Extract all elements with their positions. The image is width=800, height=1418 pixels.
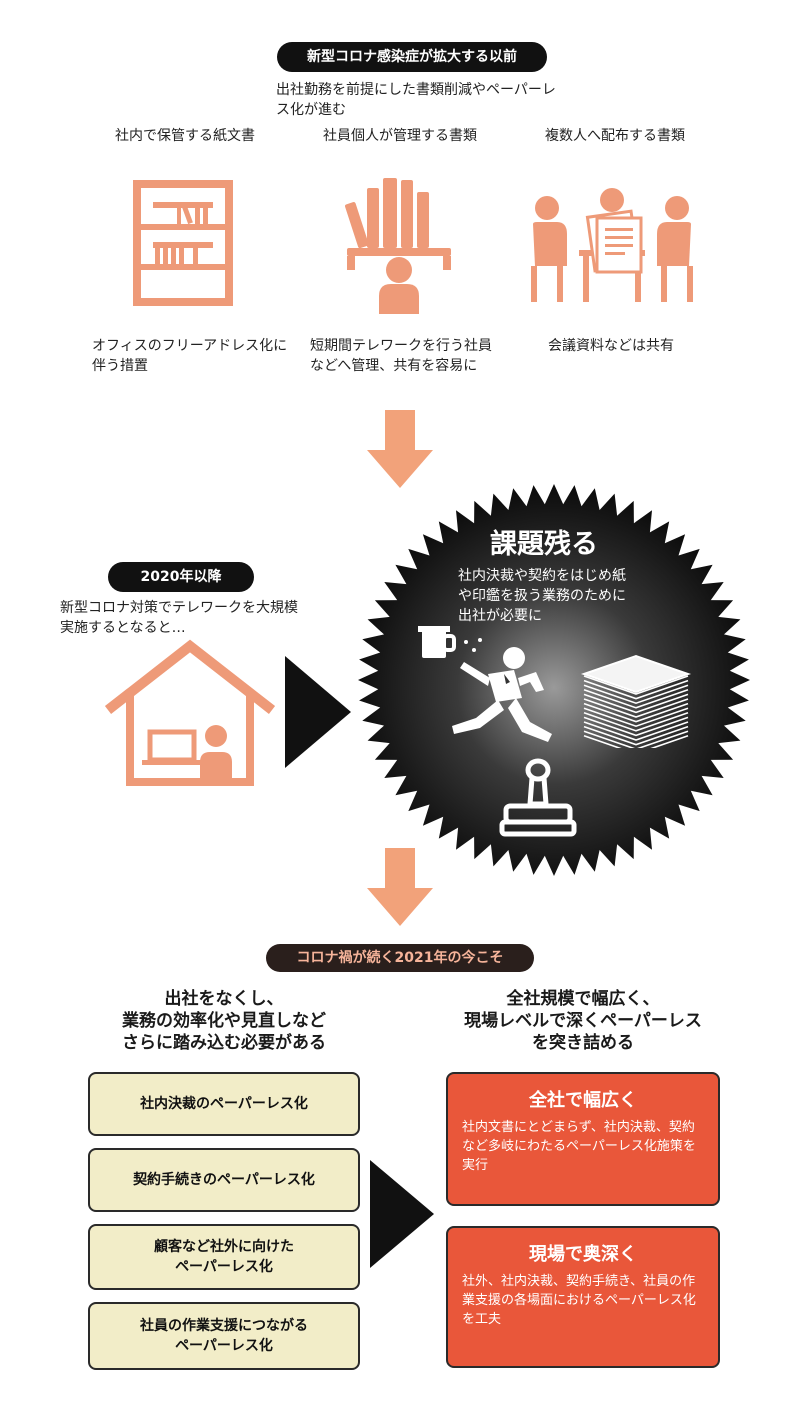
challenge-burst [358, 484, 750, 876]
stamp-icon [499, 758, 577, 837]
paper-sheet-edge [583, 698, 689, 718]
paper-sheet-edge [583, 712, 689, 732]
paper-sheet-edge [583, 675, 689, 695]
right-triangle-icon [370, 1160, 434, 1268]
approval-paperless-box: 社内決裁のペーパーレス化 [88, 1072, 360, 1136]
since-2020-pill: 2020年以降 [108, 562, 254, 592]
caption-telework-sharing: 短期間テレワークを行う社員 などへ管理、共有を容易に [310, 338, 492, 374]
left-column-header: 出社をなくし、 業務の効率化や見直しなど さらに踏み込む必要がある [122, 989, 326, 1053]
field-deep-box: 現場で奥深く 社外、社内決裁、契約手続き、社員の作業支援の各場面におけるペーパー… [446, 1226, 720, 1368]
right-column-header: 全社規模で幅広く、 現場レベルで深くペーパーレス を突き詰める [464, 989, 702, 1053]
down-arrow-icon [367, 848, 433, 926]
down-arrow-icon [367, 410, 433, 488]
worker-support-paperless-box: 社員の作業支援につながる ペーパーレス化 [88, 1302, 360, 1370]
column-label-paper-storage: 社内で保管する紙文書 [115, 128, 255, 144]
paper-sheet-edge [583, 730, 689, 748]
paper-sheet-edge [583, 707, 689, 728]
caption-free-address: オフィスのフリーアドレス化に 伴う措置 [92, 338, 288, 374]
pre-covid-pill: 新型コロナ感染症が拡大する以前 [277, 42, 547, 72]
person-with-binders-icon [345, 178, 451, 314]
column-label-personal-docs: 社員個人が管理する書類 [323, 128, 477, 144]
pre-covid-subtitle: 出社勤務を前提にした書類削減やペーパーレス化が進む [276, 82, 556, 118]
field-deep-body: 社外、社内決裁、契約手続き、社員の作業支援の各場面におけるペーパーレス化を工夫 [462, 1274, 696, 1327]
telework-text: 新型コロナ対策でテレワークを大規模 実施するとなると… [60, 600, 298, 636]
burst-title: 課題残る [490, 529, 598, 560]
company-wide-box: 全社で幅広く 社内文書にとどまらず、社内決裁、契約など多岐にわたるペーパーレス化… [446, 1072, 720, 1206]
paper-sheet-edge [583, 684, 689, 705]
column-label-distributed-docs: 複数人へ配布する書類 [545, 128, 685, 144]
paper-sheet-edge [583, 716, 689, 737]
paper-sheet-edge [583, 721, 689, 741]
home-telework-icon [104, 639, 276, 786]
field-deep-title: 現場で奥深く [529, 1244, 637, 1265]
paper-sheet-edge [583, 702, 689, 723]
customer-paperless-box: 顧客など社外に向けた ペーパーレス化 [88, 1224, 360, 1290]
contract-paperless-box: 契約手続きのペーパーレス化 [88, 1148, 360, 1212]
caption-meeting-materials: 会議資料などは共有 [548, 338, 674, 354]
company-wide-body: 社内文書にとどまらず、社内決裁、契約など多岐にわたるペーパーレス化施策を実行 [462, 1120, 696, 1173]
running-person-icon [418, 626, 552, 742]
paper-sheet-edge [583, 689, 689, 709]
burst-text: 社内決裁や契約をはじめ紙 や印鑑を扱う業務のために 出社が必要に [458, 568, 626, 624]
bookshelf-icon [133, 180, 233, 306]
covid-2021-pill: コロナ禍が続く2021年の今こそ [266, 944, 534, 972]
right-triangle-icon [285, 656, 351, 768]
paper-sheet-edge [583, 679, 689, 700]
paper-stack-icon [580, 654, 692, 748]
paper-sheet-edge [583, 693, 689, 714]
paper-sheet-edge [583, 735, 689, 748]
company-wide-title: 全社で幅広く [529, 1090, 637, 1111]
meeting-icon [531, 188, 693, 302]
paper-sheet-edge [583, 725, 689, 746]
